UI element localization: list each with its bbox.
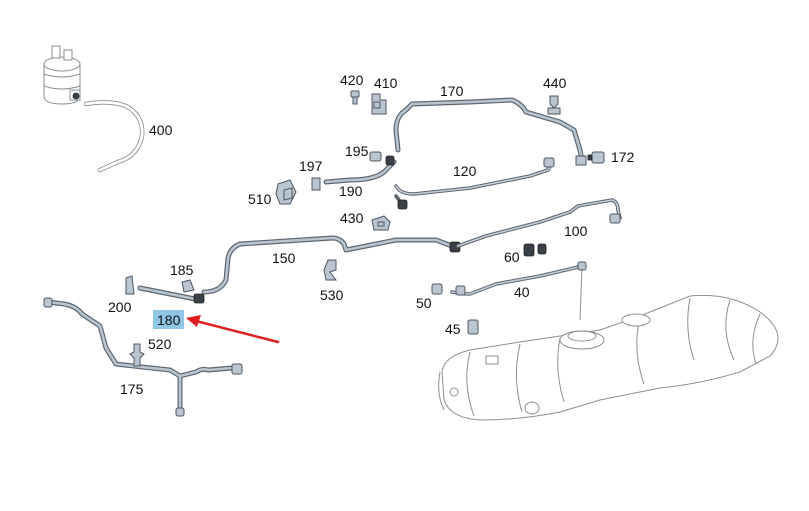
fuel-line-40[interactable] [450, 261, 587, 321]
label-185: 185 [170, 262, 194, 278]
label-400: 400 [149, 122, 173, 138]
label-50: 50 [416, 295, 432, 311]
bracket-410[interactable] [371, 93, 387, 115]
label-45: 45 [445, 321, 461, 337]
part-labels: 400 420 410 170 440 172 195 197 120 190 … [108, 72, 635, 397]
label-172: 172 [611, 149, 635, 165]
fuel-line-150[interactable] [201, 235, 461, 295]
clip-197[interactable] [311, 177, 321, 191]
label-530: 530 [320, 287, 344, 303]
connector-172[interactable] [587, 151, 605, 164]
label-197: 197 [299, 158, 323, 174]
label-190: 190 [339, 183, 363, 199]
arrow-head [186, 315, 201, 327]
label-420: 420 [340, 72, 364, 88]
fuel-line-170[interactable] [393, 97, 587, 166]
arrow-shaft [194, 319, 280, 344]
label-195: 195 [345, 143, 369, 159]
fuel-line-190[interactable] [323, 155, 397, 185]
clip-510[interactable] [275, 179, 297, 205]
fuel-line-100[interactable] [456, 198, 622, 248]
fuel-line-175[interactable] [43, 297, 243, 417]
label-100: 100 [564, 223, 588, 239]
red-pointer-arrow [186, 315, 280, 344]
clip-530[interactable] [323, 259, 337, 281]
clip-520[interactable] [129, 343, 145, 367]
bracket-430[interactable] [371, 215, 391, 231]
connector-50[interactable] [431, 283, 443, 295]
label-150: 150 [272, 250, 296, 266]
fuel-filter-housing [43, 45, 81, 105]
highlight-label-180: 180 [157, 312, 181, 328]
connector-195[interactable] [369, 151, 382, 162]
fitting-45[interactable] [467, 319, 479, 335]
hose-400[interactable] [83, 100, 145, 173]
clip-200[interactable] [125, 275, 135, 295]
label-60: 60 [504, 249, 520, 265]
fuel-tank [438, 294, 779, 421]
highlight-callout[interactable]: 180 [153, 310, 184, 329]
label-430: 430 [340, 210, 364, 226]
bolt-420[interactable] [350, 90, 360, 105]
label-440: 440 [543, 75, 567, 91]
label-510: 510 [248, 191, 272, 207]
clip-440[interactable] [547, 95, 561, 115]
label-200: 200 [108, 299, 132, 315]
label-520: 520 [148, 336, 172, 352]
highlight-label-box[interactable] [153, 310, 184, 329]
label-40: 40 [514, 284, 530, 300]
label-120: 120 [453, 163, 477, 179]
clip-185[interactable] [181, 279, 195, 293]
return-line-120[interactable] [394, 157, 555, 210]
label-175: 175 [120, 381, 144, 397]
label-170: 170 [440, 83, 464, 99]
label-410: 410 [374, 75, 398, 91]
connector-60[interactable] [523, 243, 547, 257]
hose-180[interactable] [137, 285, 205, 304]
